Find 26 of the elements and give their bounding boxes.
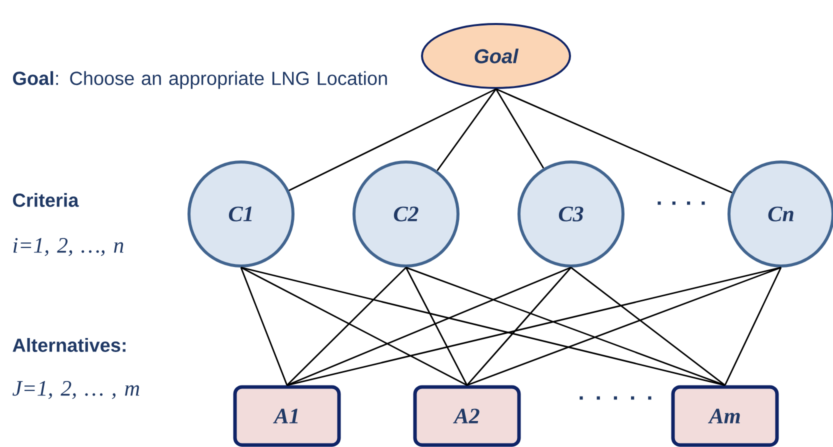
connector-line (496, 88, 732, 194)
index-range: i=1, 2, …, n (13, 238, 124, 256)
connector-line (724, 267, 782, 386)
connector-line (466, 266, 782, 386)
connector-line (286, 266, 572, 386)
alternative-box: A1 (233, 385, 341, 447)
index-range: J=1, 2, … , m (12, 381, 140, 399)
connector-line (466, 267, 572, 386)
connector-line (436, 88, 497, 172)
connector-line (495, 88, 544, 168)
connector-line (240, 267, 288, 386)
level-heading: Alternatives: (12, 338, 126, 352)
ellipsis-dots: . . . . . (580, 396, 652, 400)
connector-line (240, 266, 468, 386)
alternative-box: Am (671, 385, 779, 447)
ellipsis-dots: · · · · (658, 202, 705, 205)
alternative-box: A2 (413, 385, 521, 447)
connector-line (288, 88, 496, 192)
goal-description: Goal: Choose an appropriate LNG Location (13, 71, 387, 89)
connector-line (570, 266, 726, 386)
connector-line (406, 266, 726, 386)
connector-line (405, 267, 468, 386)
connector-line (240, 266, 726, 386)
connector-line (286, 266, 407, 386)
connector-line (286, 266, 782, 386)
level-heading: Criteria (13, 193, 79, 207)
